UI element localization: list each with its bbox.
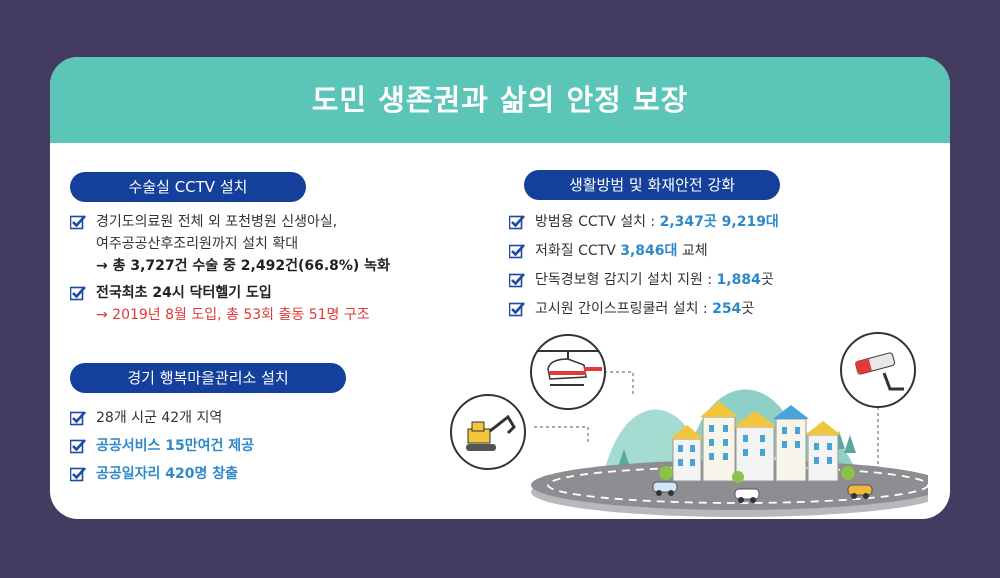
- checkbox-icon: [70, 467, 86, 482]
- item-suffix: 교체: [677, 243, 708, 259]
- item-result: → 2019년 8월 도입, 총 53회 출동 51명 구조: [96, 307, 370, 323]
- checkbox-icon: [509, 244, 525, 259]
- item-text: 전국최초 24시 닥터헬기 도입: [96, 285, 272, 301]
- item-label: 방범용 CCTV 설치 :: [535, 214, 660, 230]
- buildings: [670, 401, 841, 482]
- checkbox-icon: [509, 273, 525, 288]
- helicopter-icon: [530, 334, 606, 410]
- item-label: 고시원 간이스프링쿨러 설치 :: [535, 301, 713, 317]
- item-text: 28개 시군 42개 지역: [96, 410, 223, 426]
- page-title: 도민 생존권과 삶의 안정 보장: [311, 83, 689, 117]
- item-value: 1,884: [716, 272, 761, 288]
- item-value: 254: [712, 301, 742, 317]
- item-result: → 총 3,727건 수술 중 2,492건(66.8%) 녹화: [96, 258, 390, 274]
- cctv-camera-icon: [840, 332, 916, 408]
- section-pill-crime-fire: 생활방범 및 화재안전 강화: [524, 170, 780, 200]
- checkbox-icon: [509, 302, 525, 317]
- checkbox-icon: [509, 215, 525, 230]
- header-banner: 도민 생존권과 삶의 안정 보장: [50, 57, 950, 143]
- item-text: 공공일자리 420명 창출: [96, 466, 239, 482]
- excavator-icon: [450, 394, 526, 470]
- section-pill-village-center: 경기 행복마을관리소 설치: [70, 363, 346, 393]
- checkbox-icon: [70, 411, 86, 426]
- item-text: 여주공공산후조리원까지 설치 확대: [96, 236, 299, 252]
- item-suffix: 곳: [760, 272, 774, 288]
- checkbox-icon: [70, 215, 86, 230]
- item-value: 3,846대: [620, 243, 678, 259]
- item-label: 단독경보형 감지기 설치 지원 :: [535, 272, 717, 288]
- cars: [652, 481, 873, 503]
- item-label: 저화질 CCTV: [535, 243, 621, 259]
- section-pill-surgery-cctv: 수술실 CCTV 설치: [70, 172, 306, 202]
- infographic-card: 도민 생존권과 삶의 안정 보장 수술실 CCTV 설치 경기도의료원 전체 외…: [50, 57, 950, 519]
- item-suffix: 곳: [741, 301, 755, 317]
- checkbox-icon: [70, 439, 86, 454]
- item-text: 경기도의료원 전체 외 포천병원 신생아실,: [96, 214, 338, 230]
- item-text: 공공서비스 15만여건 제공: [96, 438, 255, 454]
- checkbox-icon: [70, 286, 86, 301]
- town-illustration: [450, 332, 928, 517]
- item-value: 2,347곳 9,219대: [659, 214, 779, 230]
- trees: [659, 466, 855, 483]
